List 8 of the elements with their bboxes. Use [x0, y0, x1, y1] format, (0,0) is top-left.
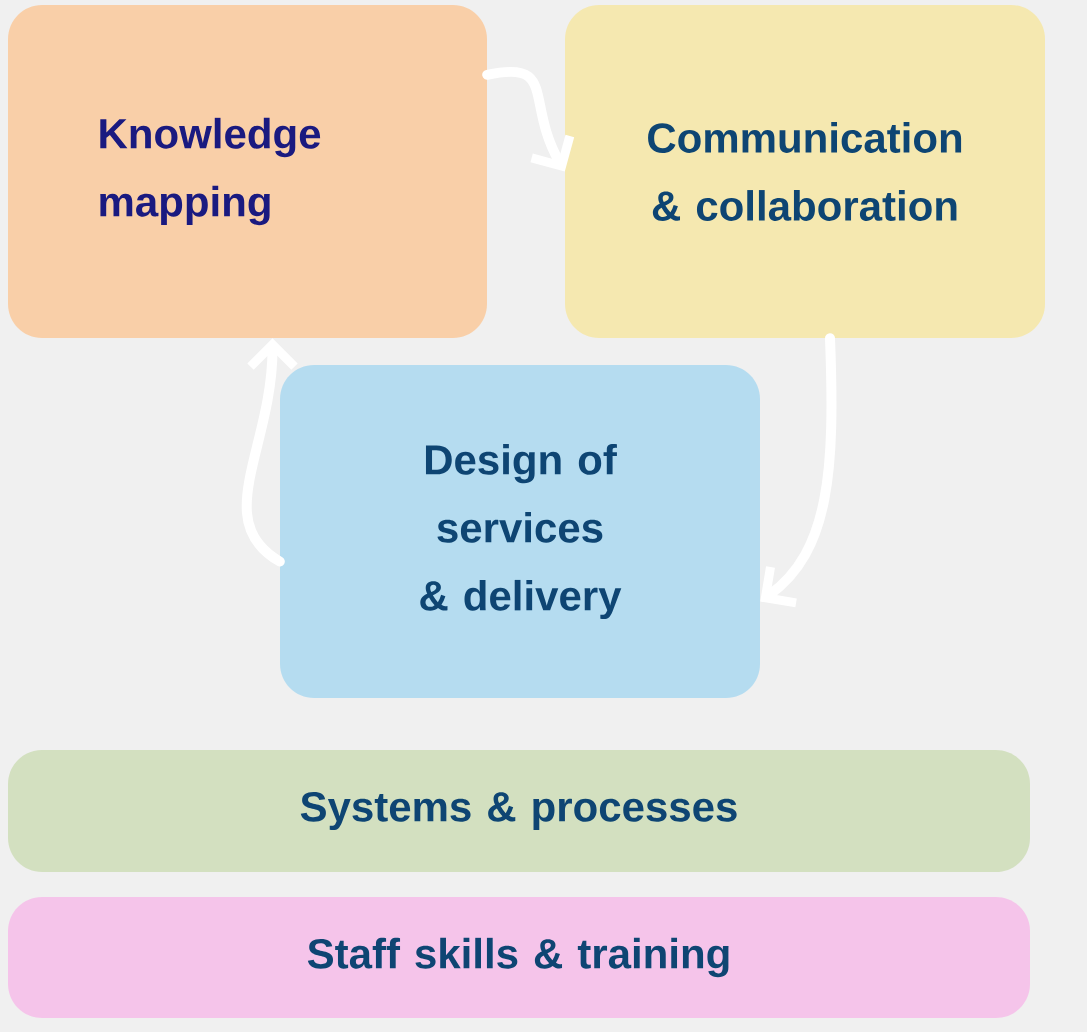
foundation-band: Staff skills & training: [8, 897, 1030, 1018]
arrow: [482, 66, 575, 172]
cycle-box: Knowledge mapping: [8, 5, 487, 338]
foundation-band: Systems & processes: [8, 750, 1030, 872]
cycle-box: Design of services & delivery: [280, 365, 760, 698]
arrow: [241, 338, 298, 567]
cycle-box: Communication & collaboration: [565, 5, 1045, 338]
arrow: [760, 333, 837, 608]
